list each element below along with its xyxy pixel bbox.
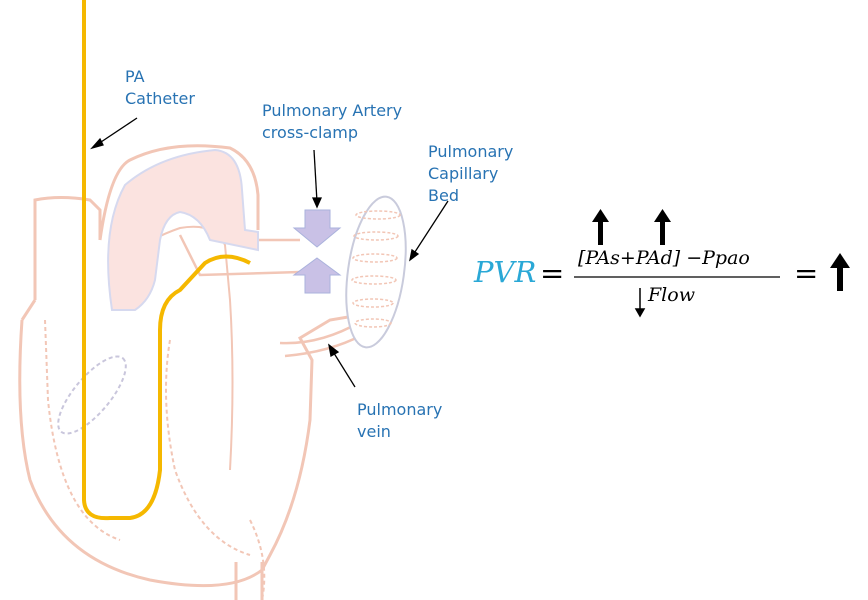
pa-catheter (82, 0, 251, 521)
capillary-bed (345, 195, 407, 349)
up-arrow-icon (830, 253, 850, 291)
rhs-equals-sign: = (794, 256, 819, 290)
up-arrow-icon (654, 209, 671, 245)
capillary-label: Pulmonary Capillary Bed (428, 142, 514, 205)
down-arrow-icon (634, 288, 646, 318)
pointer-arrows (90, 117, 449, 388)
denominator: Flow (648, 284, 695, 306)
vein-label: Pulmonary vein (357, 400, 443, 441)
aortic-arch (107, 148, 259, 311)
equals-sign: = (540, 256, 565, 290)
pvr-label: PVR (474, 255, 537, 289)
dashed-valve (57, 355, 127, 435)
pa-catheter-label: PA Catheter (125, 67, 195, 108)
dashed-vessels (44, 319, 266, 600)
up-arrow-icon (592, 209, 609, 245)
cross-clamp (292, 209, 342, 294)
numerator: [PAs+PAd] −Ppao (578, 247, 750, 269)
clamp-label: Pulmonary Artery cross-clamp (262, 101, 403, 142)
equation-graphics (574, 209, 850, 318)
